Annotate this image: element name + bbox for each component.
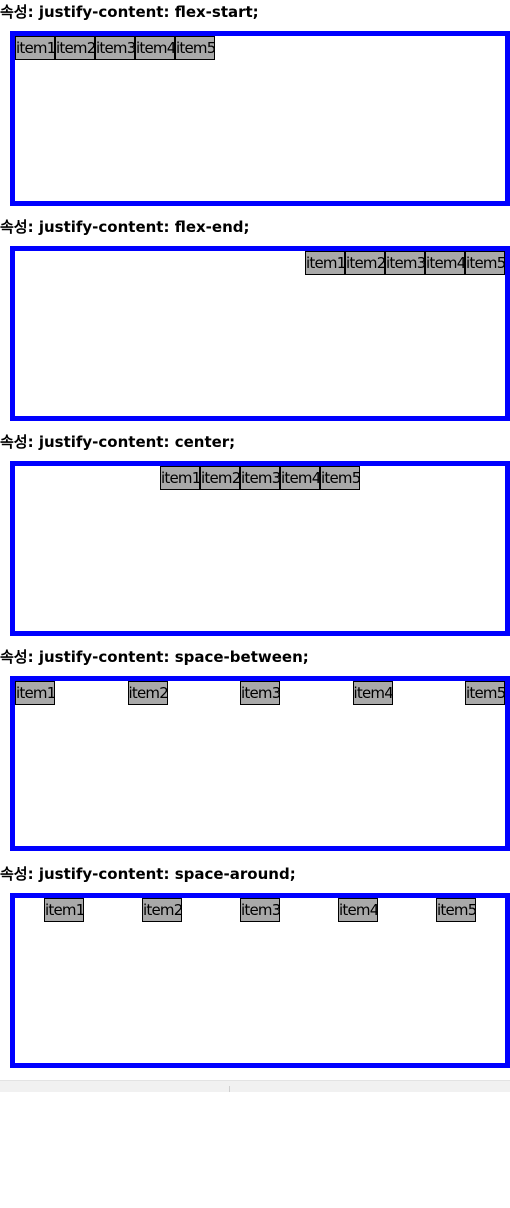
flex-item: item3 <box>95 36 135 60</box>
horizontal-scrollbar[interactable] <box>0 1080 510 1092</box>
flex-container: item1 item2 item3 item4 item5 <box>10 461 510 636</box>
flex-item: item4 <box>425 251 465 275</box>
flex-item: item3 <box>385 251 425 275</box>
section-center: 속성: justify-content: center; item1 item2… <box>0 432 510 636</box>
flex-item: item3 <box>240 681 280 705</box>
section-label: 속성: justify-content: flex-start; <box>0 3 259 21</box>
flex-item: item1 <box>44 898 84 922</box>
section-label: 속성: justify-content: space-between; <box>0 648 309 666</box>
flex-item: item5 <box>175 36 215 60</box>
flex-item: item2 <box>55 36 95 60</box>
flex-item: item5 <box>436 898 476 922</box>
flex-container: item1 item2 item3 item4 item5 <box>10 893 510 1068</box>
flex-item: item1 <box>15 36 55 60</box>
section-label: 속성: justify-content: flex-end; <box>0 218 250 236</box>
flex-container: item1 item2 item3 item4 item5 <box>10 676 510 851</box>
flex-item: item2 <box>127 681 168 705</box>
flex-item: item5 <box>465 681 505 705</box>
flex-item: item2 <box>142 898 182 922</box>
scrollbar-divider <box>229 1086 230 1092</box>
section-space-around: 속성: justify-content: space-around; item1… <box>0 864 510 1068</box>
section-label: 속성: justify-content: center; <box>0 433 236 451</box>
flex-item: item3 <box>240 466 280 490</box>
section-space-between: 속성: justify-content: space-between; item… <box>0 647 510 851</box>
section-flex-end: 속성: justify-content: flex-end; item1 ite… <box>0 217 510 421</box>
flex-item: item4 <box>280 466 320 490</box>
flex-item: item4 <box>135 36 175 60</box>
flex-item: item5 <box>465 251 505 275</box>
flex-container: item1 item2 item3 item4 item5 <box>10 31 510 206</box>
section-label: 속성: justify-content: space-around; <box>0 865 296 883</box>
flex-item: item1 <box>160 466 200 490</box>
flex-item: item4 <box>338 898 378 922</box>
flex-item: item1 <box>305 251 345 275</box>
flex-item: item5 <box>320 466 360 490</box>
flex-item: item2 <box>345 251 385 275</box>
flex-item: item3 <box>240 898 280 922</box>
flex-container: item1 item2 item3 item4 item5 <box>10 246 510 421</box>
flex-item: item4 <box>352 681 393 705</box>
flex-item: item2 <box>200 466 240 490</box>
section-flex-start: 속성: justify-content: flex-start; item1 i… <box>0 2 510 206</box>
flex-item: item1 <box>15 681 55 705</box>
